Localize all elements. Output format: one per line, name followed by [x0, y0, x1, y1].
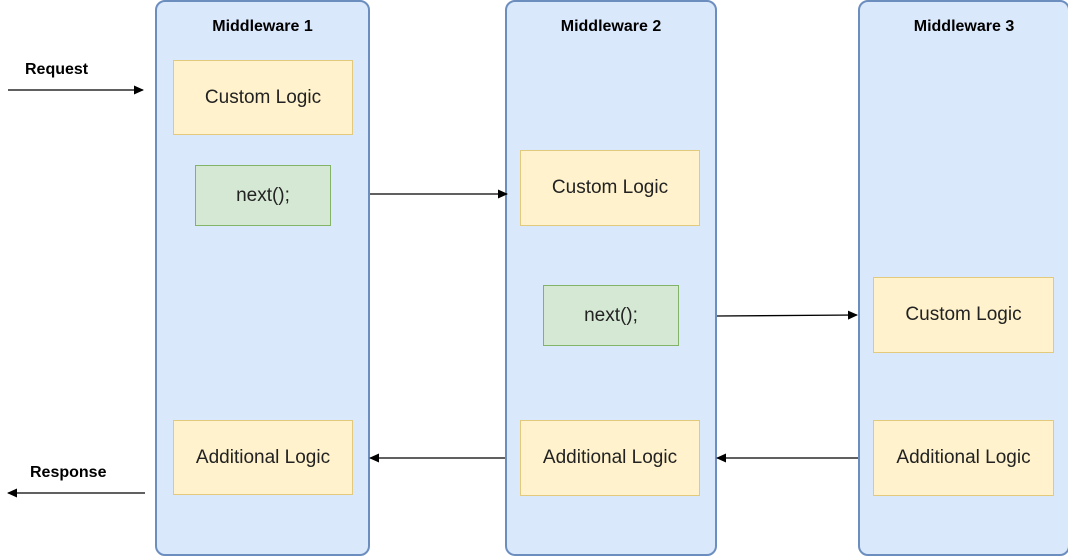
- middleware-3-title: Middleware 3: [913, 18, 1015, 35]
- middleware-2-custom-logic: Custom Logic: [520, 150, 700, 226]
- next-arrow-2-to-3: [716, 310, 858, 320]
- middleware-2-next-call: next();: [543, 285, 679, 346]
- middleware-1-title: Middleware 1: [212, 18, 313, 35]
- middleware-1-custom-logic: Custom Logic: [173, 60, 353, 135]
- middleware-1-additional-logic: Additional Logic: [173, 420, 353, 495]
- middleware-2-title: Middleware 2: [560, 18, 662, 35]
- middleware-2-additional-logic: Additional Logic: [520, 420, 700, 496]
- middleware-3-additional-logic: Additional Logic: [873, 420, 1054, 496]
- request-label: Request: [25, 61, 89, 78]
- response-label: Response: [30, 464, 107, 481]
- middleware-3-custom-logic: Custom Logic: [873, 277, 1054, 353]
- middleware-1-next-call: next();: [195, 165, 331, 226]
